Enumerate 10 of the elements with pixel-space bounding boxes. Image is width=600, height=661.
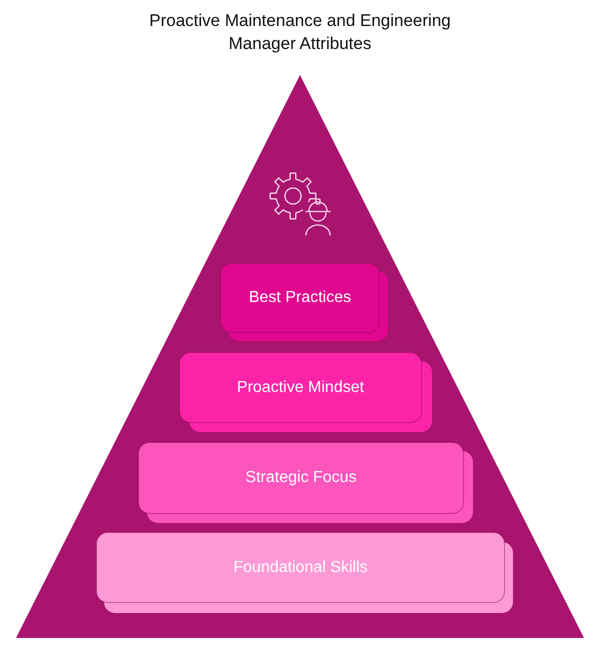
- tier-label: Foundational Skills: [233, 558, 368, 578]
- tier-label: Proactive Mindset: [236, 378, 364, 398]
- pyramid-tier: [179, 352, 432, 432]
- diagram-title: Proactive Maintenance and Engineering Manager Attributes: [148, 10, 452, 55]
- pyramid-tier: [138, 442, 473, 523]
- pyramid-tier: [96, 532, 513, 613]
- tier-label: Strategic Focus: [245, 468, 357, 488]
- tier-label: Best Practices: [248, 288, 352, 308]
- pyramid-triangle: [16, 75, 584, 638]
- pyramid-tier: [220, 263, 388, 341]
